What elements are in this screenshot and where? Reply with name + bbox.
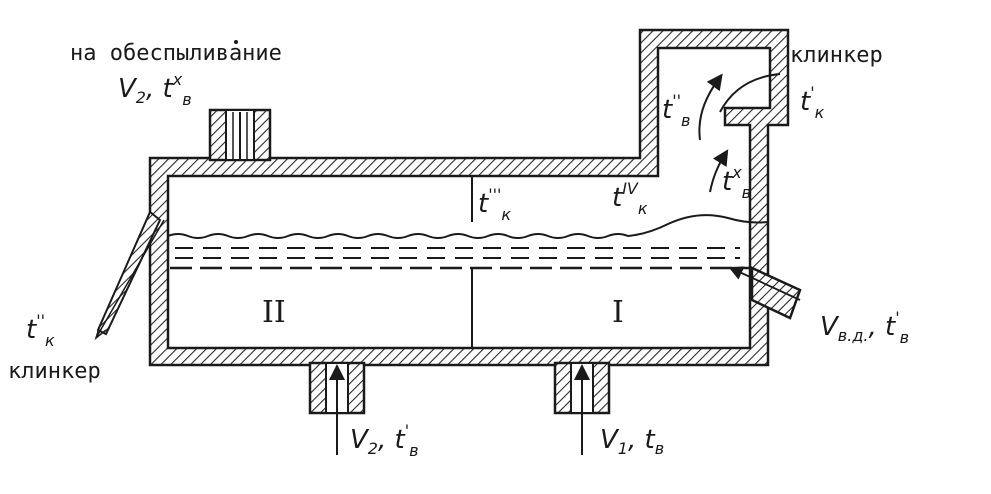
svg-text:t''к: t''к: [26, 311, 55, 350]
bottom-left-inlet-nozzle: [308, 361, 366, 455]
svg-text:t''в: t''в: [662, 91, 690, 130]
tk-prime-label: t'к: [800, 83, 825, 122]
clinker-discharge-chute: [94, 210, 165, 341]
svg-text:V1, tв: V1, tв: [600, 425, 664, 458]
bottom-right-flow-label: V1, tв: [600, 425, 664, 458]
svg-text:V2, t'в: V2, t'в: [350, 421, 419, 460]
zone-2-label: II: [262, 295, 286, 330]
svg-text:V2, txв: V2, txв: [118, 70, 192, 109]
cooler-walls: [148, 28, 790, 367]
labels: на обеспыливание V2, txв клинкер t''в t'…: [8, 40, 909, 460]
riser-flow-arrows: [698, 73, 781, 193]
bottom-left-flow-label: V2, t'в: [350, 421, 419, 460]
tk-out-label: t''к: [26, 311, 55, 350]
tk-iv-label: tIVк: [612, 179, 648, 218]
bottom-right-inlet-nozzle: [553, 361, 611, 455]
roof-wall: [148, 28, 790, 367]
clinker-in-label: клинкер: [790, 43, 883, 68]
bed-surface: [167, 214, 769, 239]
clinker-bed: [167, 214, 769, 270]
svg-text:t'к: t'к: [800, 83, 825, 122]
svg-text:t'''к: t'''к: [478, 185, 511, 224]
tv-double-label: t''в: [662, 91, 690, 130]
side-flow-label: Vв.д., t'в: [820, 308, 909, 347]
tv-x-label: txв: [722, 163, 751, 202]
svg-text:tIVк: tIVк: [612, 179, 648, 218]
svg-text:txв: txв: [722, 163, 751, 202]
svg-text:Vв.д., t'в: Vв.д., t'в: [820, 308, 909, 347]
top-flow-label: V2, txв: [118, 70, 192, 109]
top-exhaust-nozzle: [208, 108, 272, 162]
tk-triple-label: t'''к: [478, 185, 511, 224]
zone-1-label: I: [612, 295, 624, 330]
top-note: на обеспыливание: [70, 41, 282, 66]
side-inlet-nozzle: [728, 266, 802, 320]
clinker-out-label: клинкер: [8, 359, 101, 384]
